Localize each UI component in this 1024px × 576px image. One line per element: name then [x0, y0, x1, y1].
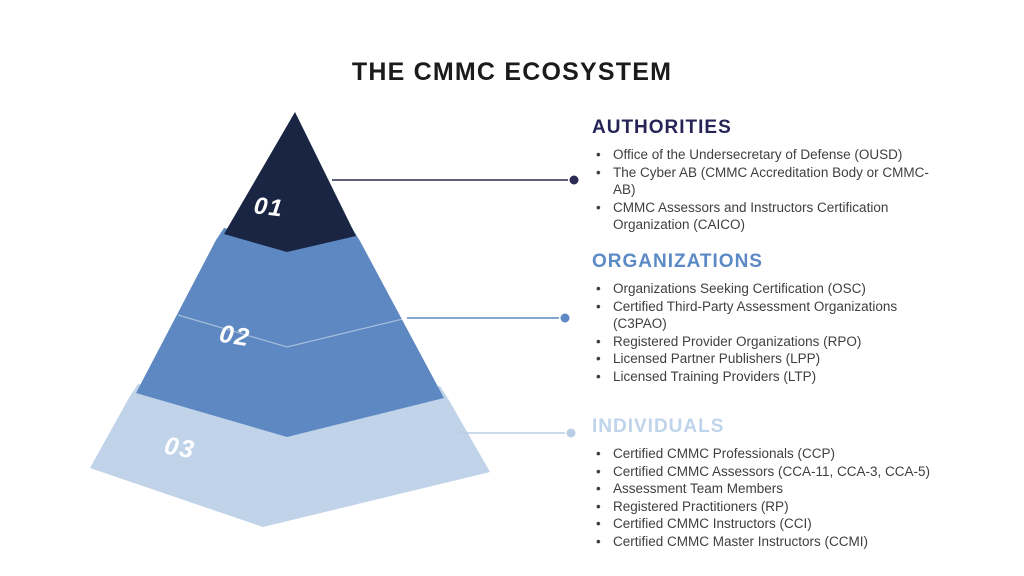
section-heading-individuals: INDIVIDUALS [592, 416, 725, 437]
individuals-list: Certified CMMC Professionals (CCP)Certif… [592, 445, 942, 551]
list-item: Registered Provider Organizations (RPO) [592, 333, 942, 351]
connector-dot-authorities [569, 175, 579, 185]
level-2-contour-line [177, 314, 408, 348]
list-item: Certified CMMC Assessors (CCA-11, CCA-3,… [592, 463, 942, 481]
page-title: THE CMMC ECOSYSTEM [351, 58, 673, 86]
pyramid-level-1-shape [224, 112, 356, 252]
list-item: Licensed Training Providers (LTP) [592, 368, 942, 386]
section-heading-authorities: AUTHORITIES [592, 117, 732, 138]
section-authorities: AUTHORITIES Office of the Undersecretary… [592, 117, 942, 234]
list-item: Office of the Undersecretary of Defense … [592, 146, 942, 164]
pyramid-level-1-number: 01 [252, 192, 285, 222]
organizations-list: Organizations Seeking Certification (OSC… [592, 280, 942, 386]
connector-dot-individuals [566, 428, 576, 438]
pyramid-level-3-number: 03 [162, 432, 197, 465]
section-individuals: INDIVIDUALS Certified CMMC Professionals… [592, 416, 942, 551]
section-organizations: ORGANIZATIONS Organizations Seeking Cert… [592, 251, 942, 386]
list-item: Licensed Partner Publishers (LPP) [592, 350, 942, 368]
list-item: Assessment Team Members [592, 480, 942, 498]
list-item: Certified CMMC Instructors (CCI) [592, 515, 942, 533]
list-item: Registered Practitioners (RP) [592, 498, 942, 516]
pyramid-level-3-shape [90, 384, 490, 527]
list-item: Certified Third-Party Assessment Organiz… [592, 298, 942, 333]
authorities-list: Office of the Undersecretary of Defense … [592, 146, 942, 234]
list-item: Certified CMMC Master Instructors (CCMI) [592, 533, 942, 551]
list-item: CMMC Assessors and Instructors Certifica… [592, 199, 942, 234]
section-heading-organizations: ORGANIZATIONS [592, 251, 763, 272]
pyramid-level-2-number: 02 [217, 320, 252, 352]
pyramid-level-2-shape [136, 228, 444, 437]
connector-dot-organizations [560, 313, 570, 323]
list-item: Certified CMMC Professionals (CCP) [592, 445, 942, 463]
list-item: Organizations Seeking Certification (OSC… [592, 280, 942, 298]
list-item: The Cyber AB (CMMC Accreditation Body or… [592, 164, 942, 199]
